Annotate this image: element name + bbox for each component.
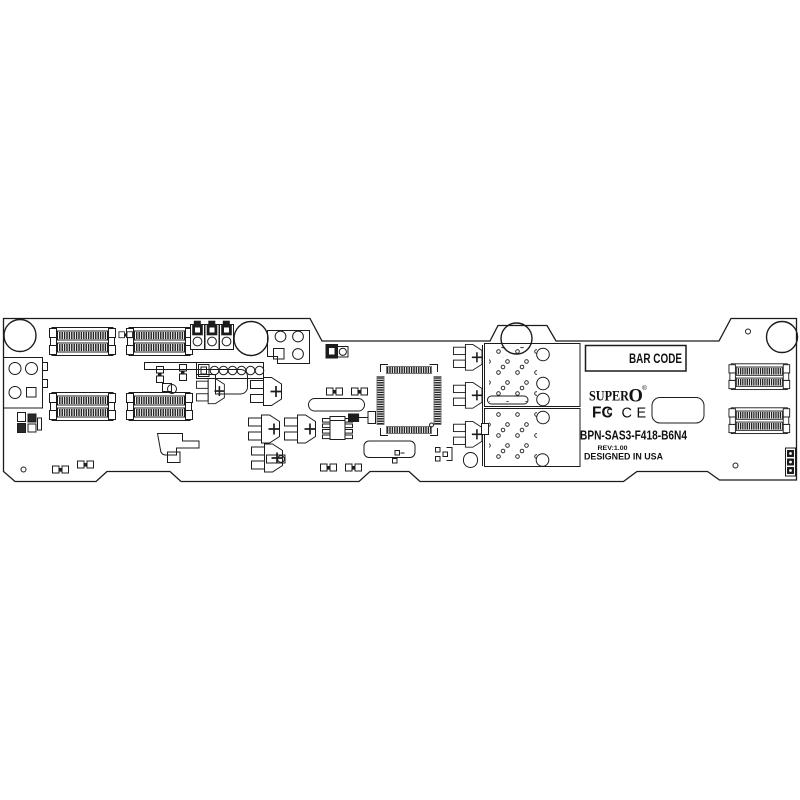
mounting-hole-2 (233, 320, 269, 357)
pin1-dot (429, 422, 434, 428)
capacitor-pad (266, 452, 478, 468)
capacitor-5 (452, 420, 483, 449)
tooling-hole-bottom-left (20, 466, 27, 473)
trace-region-bottom-left (156, 433, 200, 463)
fcc-f: F (592, 405, 601, 422)
sas-connector-4 (126, 392, 193, 421)
fcc-mark-icon: F C C (592, 405, 613, 422)
power-header-left (3, 357, 48, 409)
jumper-header (785, 447, 796, 477)
power-connector (267, 330, 310, 364)
sas-connector-2 (126, 327, 193, 356)
barcode-label: BAR CODE (629, 351, 682, 366)
passive-cluster-left (17, 412, 42, 433)
capacitor-6 (247, 414, 281, 444)
capacitor-1 (195, 377, 226, 405)
fcc-c-outer: C (602, 405, 613, 422)
sas-connector-1 (49, 327, 116, 356)
tooling-hole-bottom-right (732, 462, 739, 469)
vent-grid-2 (481, 408, 581, 467)
sas-connector-6 (728, 407, 791, 435)
mounting-hole-1 (3, 318, 37, 353)
ce-mark-icon: CE (622, 406, 651, 422)
barcode-box: BAR CODE (584, 344, 687, 372)
supermicro-logo: SUPER O ® (589, 384, 647, 407)
passive-pair (320, 463, 337, 472)
model-text: BPN-SAS3-F418-B6N4 (580, 428, 688, 443)
component-outline (651, 397, 705, 424)
passive-pair (345, 463, 362, 472)
soic-chip (322, 413, 368, 440)
origin-text: DESIGNED IN USA (584, 452, 664, 462)
oscillator (308, 398, 365, 412)
backplane-board-drawing: BAR CODE SUPER O ® F C C CE BPN-SAS3-F41… (2, 317, 799, 483)
smd-component-top (325, 344, 349, 359)
passive-pair (326, 387, 343, 396)
solder-pad-outline (363, 440, 416, 458)
tooling-hole-top-right (745, 328, 751, 335)
capacitor-4 (452, 381, 483, 410)
sas-connector-3 (49, 392, 116, 421)
registered-mark: ® (642, 384, 647, 392)
test-points (392, 447, 453, 464)
passive-pair (52, 465, 69, 474)
terminal-block (190, 320, 234, 350)
sas-connector-5 (728, 363, 791, 391)
logo-text-o: O (629, 387, 643, 407)
qfp-chip (367, 364, 442, 436)
trace-region-left (144, 362, 248, 395)
passive-pair (77, 460, 94, 469)
capacitor-7 (283, 414, 317, 444)
fcc-c-inner: C (607, 408, 613, 417)
vent-grid-1 (482, 343, 581, 466)
passive-pair (351, 387, 368, 396)
revision-text: REV:1.00 (598, 445, 628, 452)
capacitor-3 (452, 343, 483, 372)
capacitor-2 (249, 376, 283, 407)
mounting-hole-4 (765, 320, 799, 354)
board-outline (2, 317, 798, 483)
logo-text-super: SUPER (589, 389, 630, 405)
led-activity-header (196, 362, 265, 379)
